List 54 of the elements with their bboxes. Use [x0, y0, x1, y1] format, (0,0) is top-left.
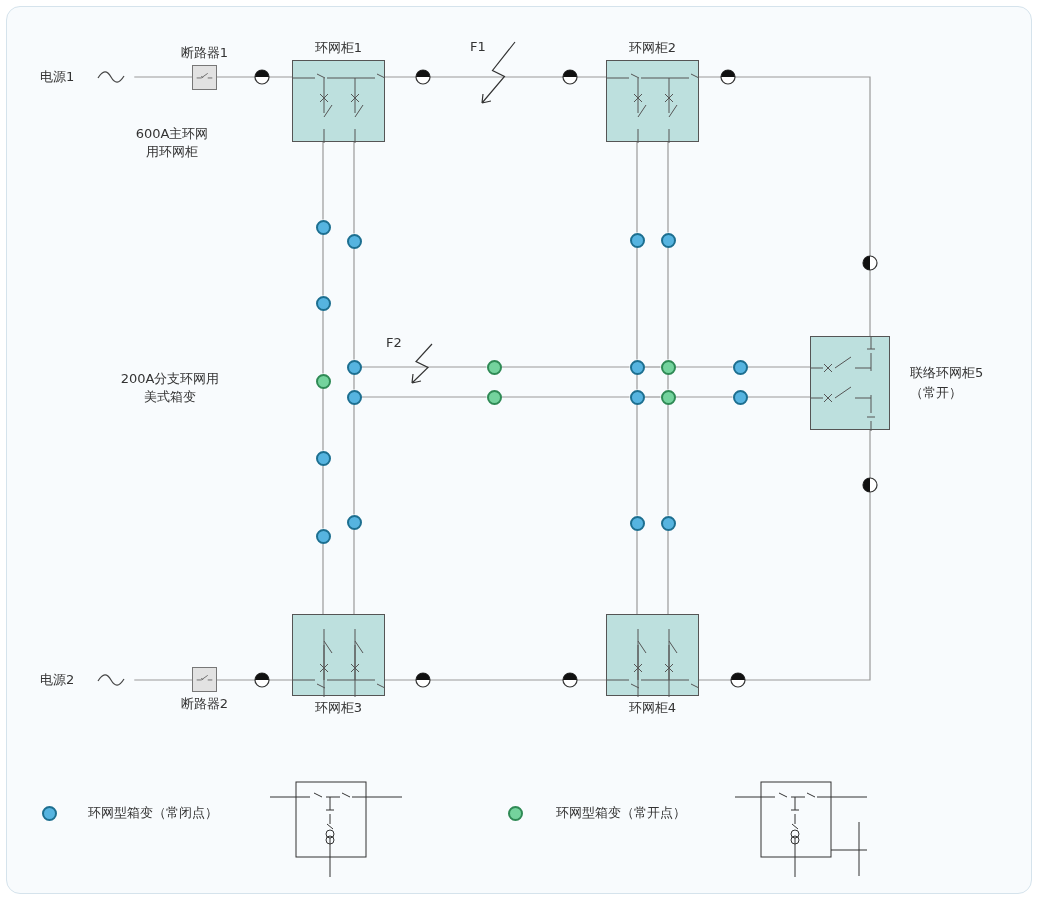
connection-line — [360, 366, 488, 368]
fault-label: F1 — [470, 38, 486, 56]
power-source-label: 电源2 — [40, 671, 75, 689]
section-note: 200A分支环网用美式箱变 — [119, 370, 221, 406]
connection-line — [322, 542, 324, 615]
connection-line — [353, 141, 355, 235]
connection-line — [643, 396, 662, 398]
breaker-label: 断路器1 — [180, 44, 229, 62]
connection-line — [643, 366, 662, 368]
connection-line — [353, 247, 355, 361]
connection-line — [133, 679, 193, 681]
connection-line — [674, 396, 734, 398]
connection-line — [667, 403, 669, 517]
connection-line — [636, 529, 638, 615]
connection-line — [322, 141, 324, 221]
fault-label: F2 — [386, 334, 402, 352]
unit-label: 环网柜3 — [314, 699, 363, 717]
connection-line — [746, 366, 811, 368]
connection-line — [353, 403, 355, 516]
section-note: 600A主环网用环网柜 — [134, 125, 210, 161]
connection-line — [667, 529, 669, 615]
connection-line — [216, 76, 293, 78]
connection-line — [360, 396, 488, 398]
connection-line — [667, 246, 669, 361]
connection-line — [384, 76, 607, 78]
legend-text: 环网型箱变（常闭点） — [88, 804, 218, 822]
connection-line — [667, 141, 669, 234]
connection-line — [133, 76, 193, 78]
unit-label: 环网柜4 — [628, 699, 677, 717]
connection-line — [636, 141, 638, 234]
connection-line — [500, 396, 631, 398]
connection-line — [674, 366, 734, 368]
connection-line — [500, 366, 631, 368]
legend-text: 环网型箱变（常开点） — [556, 804, 686, 822]
connection-line — [636, 373, 638, 391]
connection-line — [353, 528, 355, 615]
connection-line — [353, 373, 355, 391]
connection-line — [698, 76, 871, 337]
connection-line — [322, 464, 324, 530]
connection-line — [322, 387, 324, 452]
connection-line — [322, 233, 324, 297]
connection-line — [667, 373, 669, 391]
connection-line — [322, 309, 324, 375]
power-source-label: 电源1 — [40, 68, 75, 86]
breaker-label: 断路器2 — [180, 695, 229, 713]
connection-line — [698, 429, 871, 681]
unit-label: 环网柜1 — [314, 39, 363, 57]
connection-line — [384, 679, 607, 681]
connection-line — [636, 246, 638, 361]
connection-line — [216, 679, 293, 681]
unit-label: 联络环网柜5（常开） — [910, 364, 985, 402]
connection-line — [636, 403, 638, 517]
unit-label: 环网柜2 — [628, 39, 677, 57]
connection-line — [746, 396, 811, 398]
